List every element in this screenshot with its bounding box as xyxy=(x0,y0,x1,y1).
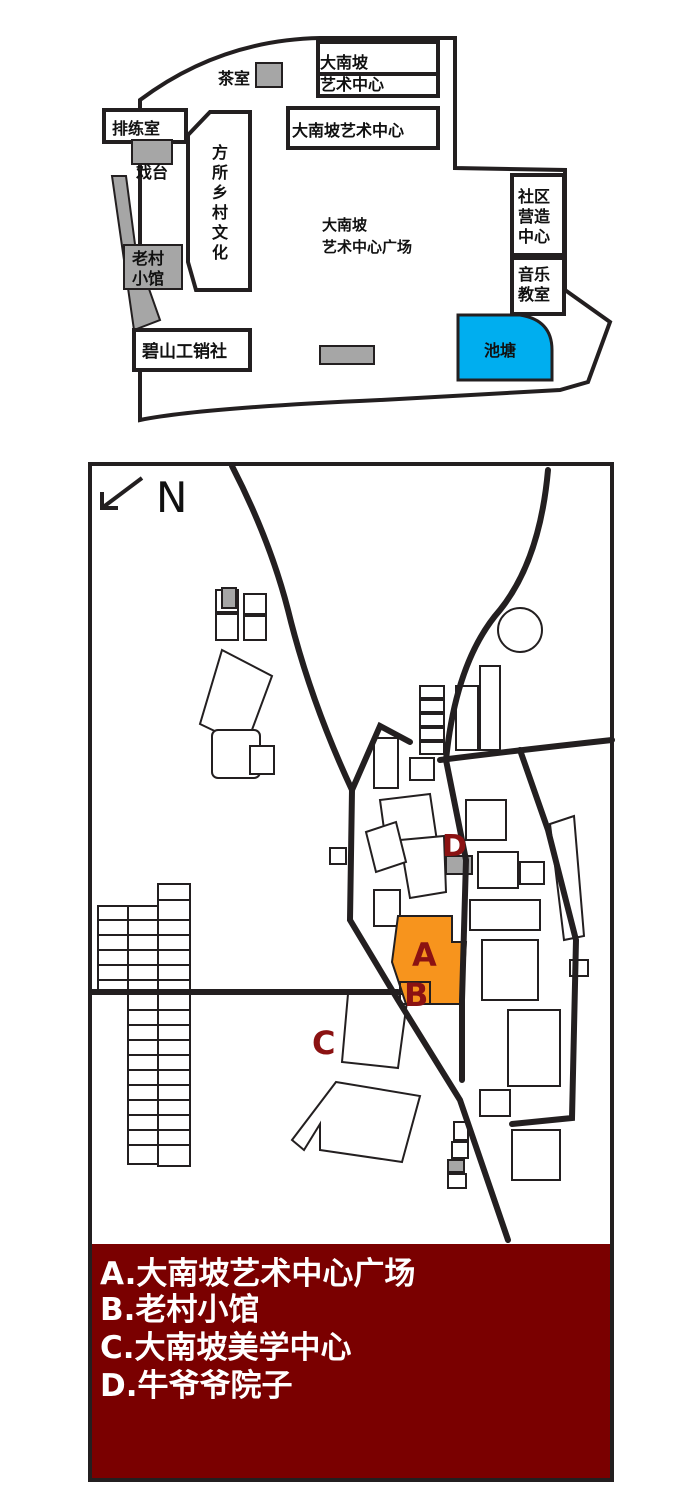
old-village-label-1: 老村 xyxy=(131,249,164,268)
music-label-1: 音乐 xyxy=(518,265,550,284)
buildings xyxy=(198,587,589,1189)
bishan-shop xyxy=(132,328,252,372)
fangsuo-label-5: 文 xyxy=(212,223,229,242)
music-classroom xyxy=(510,256,566,316)
legend-box xyxy=(92,1244,610,1478)
legend-item-c: C.大南坡美学中心 xyxy=(100,1330,352,1366)
fangsuo-label-6: 化 xyxy=(212,243,228,262)
legend-item-a: A.大南坡艺术中心广场 xyxy=(100,1256,415,1292)
art-center-main xyxy=(286,106,440,150)
north-label: N xyxy=(156,473,187,522)
roads xyxy=(89,463,615,1243)
fangsuo-label-4: 村 xyxy=(212,203,228,222)
bishan-label: 碧山工销社 xyxy=(141,341,227,362)
art-center-top-label-1: 大南坡 xyxy=(320,53,369,72)
square-label-2: 艺术中心广场 xyxy=(322,238,412,256)
music-label-2: 教室 xyxy=(518,285,550,304)
legend: A.大南坡艺术中心广场 B.老村小馆 C.大南坡美学中心 D.牛爷爷院子 xyxy=(92,1244,610,1478)
art-center-top-label-2: 艺术中心 xyxy=(320,75,384,94)
marker-d: D xyxy=(442,829,467,864)
field-grid xyxy=(97,883,191,1167)
fangsuo-building xyxy=(186,110,252,292)
legend-item-d: D.牛爷爷院子 xyxy=(100,1368,293,1404)
tea-room-block xyxy=(255,62,283,88)
community-label-2: 营造 xyxy=(518,207,551,226)
stage-block xyxy=(131,139,173,165)
marker-b: B xyxy=(404,976,428,1014)
floor-plan-labels: 茶室 大南坡 艺术中心 大南坡艺术中心 排练室 戏台 方 所 乡 村 文 化 大… xyxy=(112,53,551,362)
tea-room-label: 茶室 xyxy=(217,69,250,88)
gray-block-bottom xyxy=(319,345,375,365)
floor-plan xyxy=(102,36,613,423)
marker-a: A xyxy=(412,936,437,974)
community-label-3: 中心 xyxy=(518,227,550,246)
north-arrow-icon xyxy=(100,476,144,510)
art-center-main-label: 大南坡艺术中心 xyxy=(292,121,404,140)
fangsuo-label-2: 所 xyxy=(212,163,228,182)
fangsuo-label-1: 方 xyxy=(212,143,228,162)
fangsuo-label-3: 乡 xyxy=(212,183,228,202)
pond xyxy=(456,313,554,382)
legend-item-b: B.老村小馆 xyxy=(100,1292,259,1328)
pond-label: 池塘 xyxy=(484,341,516,360)
stage-label: 戏台 xyxy=(135,163,168,182)
rehearsal-room xyxy=(102,108,188,144)
old-village-block xyxy=(123,244,183,290)
community-center xyxy=(510,173,566,257)
rehearsal-room-label: 排练室 xyxy=(112,119,160,138)
old-village-label-2: 小馆 xyxy=(132,269,164,288)
marker-c: C xyxy=(312,1024,335,1062)
community-label-1: 社区 xyxy=(517,187,550,206)
art-center-top xyxy=(316,40,440,98)
square-label-1: 大南坡 xyxy=(322,216,367,234)
